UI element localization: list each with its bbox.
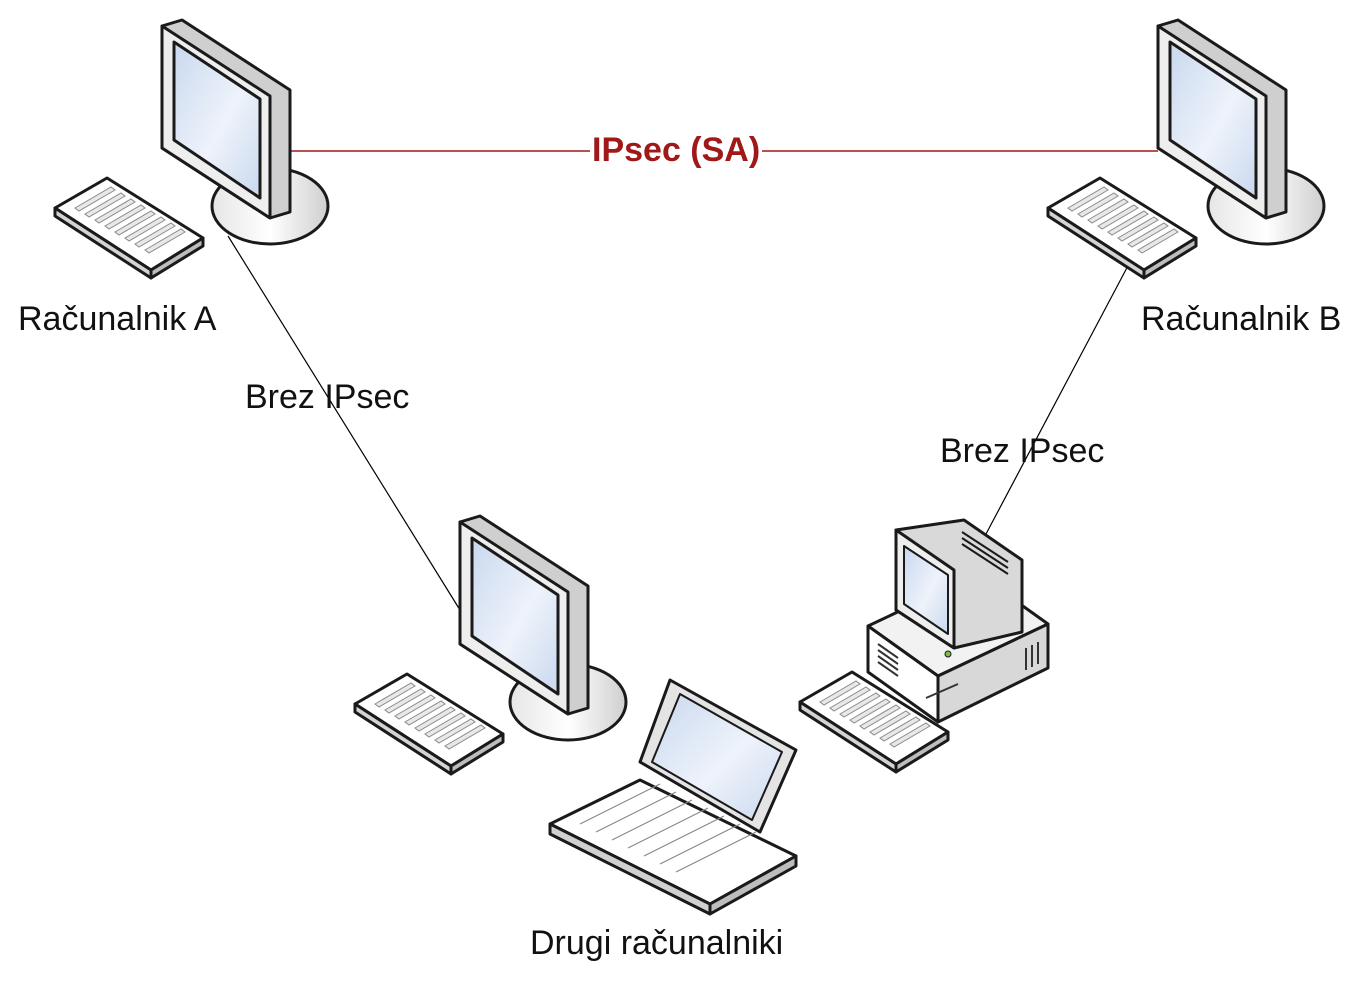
computer-a-keyboard-icon [53,176,205,280]
link-b-others-label: Brez IPsec [940,432,1105,470]
link-a-others-label: Brez IPsec [245,378,410,416]
link-b-others-line [985,261,1131,535]
link-ipsec-label: IPsec (SA) [590,131,763,169]
link-a-others-line [227,235,461,611]
computer-b-label: Računalnik B [1141,300,1342,338]
computer-b-monitor-icon [1156,18,1326,246]
other-computers-label: Drugi računalniki [530,924,784,962]
computer-a-monitor-icon [160,18,330,246]
desktop-pc-icon [866,518,1050,724]
other-monitor-icon [458,514,628,742]
other-keyboard-icon [353,672,505,776]
computer-a-label: Računalnik A [18,300,217,338]
computer-b-keyboard-icon [1046,176,1198,280]
